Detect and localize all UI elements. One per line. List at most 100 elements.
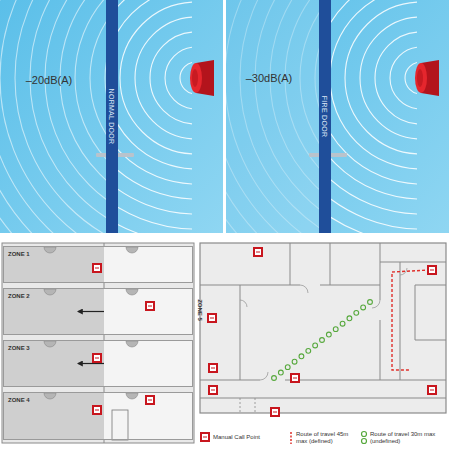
legend-route-sample [362, 439, 367, 444]
exit-arrow [78, 363, 104, 364]
zone-band: ZONE 2 [3, 288, 193, 335]
sound-wave [45, 0, 106, 229]
detector [44, 393, 56, 399]
sounder [190, 60, 214, 96]
door-label: NORMAL DOOR [109, 89, 116, 145]
legend-route-sample [290, 432, 292, 444]
exit-arrow [78, 311, 104, 312]
sound-wave [255, 0, 319, 233]
door-swing [240, 268, 407, 380]
route-30m [361, 305, 366, 310]
zone-label: ZONE 1 [4, 247, 192, 257]
route-30m [320, 338, 325, 343]
zone-band: ZONE 4 [3, 392, 193, 440]
stairwell [104, 246, 193, 283]
door-bar: NORMAL DOOR [106, 0, 118, 233]
call-point-body [427, 385, 437, 395]
sound-wave [0, 0, 106, 233]
sound-wave [120, 2, 192, 154]
call-point-body [207, 313, 217, 323]
sound-wave [331, 0, 417, 233]
sound-wave [331, 0, 417, 233]
call-point-body [92, 263, 102, 273]
sound-wave [331, 0, 417, 233]
sound-wave [118, 0, 192, 199]
sounder-face [190, 63, 202, 93]
sound-wave [135, 17, 192, 139]
sound-wave [331, 0, 417, 199]
sounder-face [192, 69, 198, 87]
detector [44, 341, 56, 347]
call-point-glass [255, 249, 261, 255]
call-point-glass [94, 265, 100, 271]
legend-text: Route of travel 45m max (defined) [296, 431, 358, 445]
detector [44, 247, 56, 253]
sound-level-box: –30dB(A) [238, 68, 300, 88]
zone-label: ZONE 5 [197, 299, 203, 321]
call-point-glass [429, 387, 435, 393]
call-point-mark [273, 412, 277, 413]
sound-wave [165, 47, 192, 109]
sound-wave [0, 0, 106, 233]
call-point-glass [94, 407, 100, 413]
route-30m [278, 370, 283, 375]
call-point-mark [95, 410, 99, 411]
sound-wave [360, 17, 417, 139]
sound-wave [118, 0, 192, 233]
route-45m [392, 270, 430, 370]
manual-call-point [145, 301, 155, 311]
floor-plan [200, 243, 446, 413]
sound-wave [15, 0, 106, 233]
sound-wave [118, 0, 192, 169]
sounder [415, 60, 439, 96]
call-point-mark [211, 368, 215, 369]
stairwell [104, 340, 193, 387]
route-30m [285, 365, 290, 370]
call-point-glass [94, 355, 100, 361]
call-point-body [253, 247, 263, 257]
manual-call-point [92, 405, 102, 415]
call-point-glass [210, 365, 216, 371]
door-label: FIRE DOOR [322, 96, 329, 138]
sound-wave [226, 0, 319, 233]
sound-wave [331, 0, 417, 233]
route-30m [347, 316, 352, 321]
sound-wave [0, 0, 106, 233]
manual-call-point [200, 432, 210, 442]
zone-label: ZONE 2 [4, 289, 192, 299]
zone-label: ZONE 4 [4, 393, 192, 403]
route-30m [292, 359, 297, 364]
route-30m [313, 343, 318, 348]
sound-wave [331, 0, 417, 214]
door-bar: FIRE DOOR [319, 0, 331, 233]
zone-band: ZONE 1 [3, 246, 193, 283]
sound-wave [118, 0, 192, 229]
sound-wave [285, 0, 319, 214]
sound-wave [118, 0, 192, 233]
call-point-glass [147, 303, 153, 309]
sound-level: –30dB(A) [246, 72, 292, 84]
legend-item: Route of travel 30m max (undefined) [370, 431, 446, 445]
wall [240, 398, 255, 413]
call-point-body [145, 301, 155, 311]
sound-level-box: –20dB(A) [18, 70, 80, 90]
sound-wave [226, 0, 319, 233]
call-point-mark [430, 270, 434, 271]
call-point-mark [210, 318, 214, 319]
call-point-body [145, 395, 155, 405]
sound-wave [226, 0, 319, 233]
haze [226, 0, 319, 233]
manual-call-point [208, 363, 218, 373]
sound-wave [405, 62, 417, 94]
detector [126, 393, 138, 399]
call-point-mark [95, 358, 99, 359]
sound-wave [345, 2, 417, 154]
call-point-mark [148, 306, 152, 307]
sound-wave [226, 0, 319, 233]
legend-route-sample [362, 432, 367, 437]
exit-door [112, 410, 128, 440]
call-point-body [208, 385, 218, 395]
sounder-face [415, 63, 427, 93]
stairwell [104, 392, 193, 440]
manual-call-point [253, 247, 263, 257]
